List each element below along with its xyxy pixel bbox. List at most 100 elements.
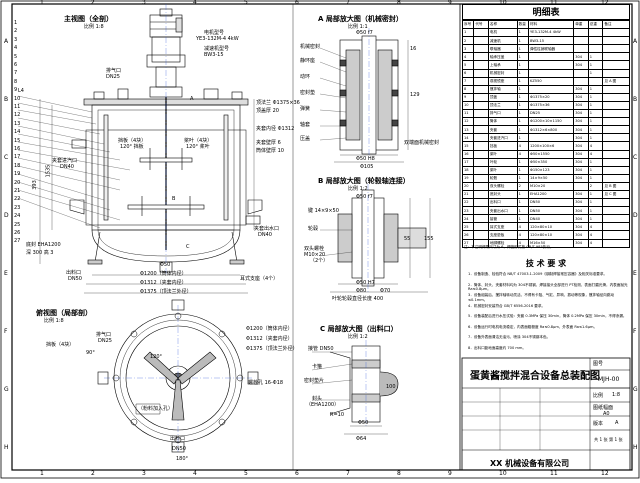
top-angle120: 120° [150, 354, 163, 360]
bom-cell: 12 [461, 117, 475, 127]
bom-cell: 1 [587, 173, 604, 183]
bom-cell: 1 [587, 84, 604, 94]
bom-cell: 24 [461, 214, 475, 224]
top-exhaust-label: 排气口 [96, 332, 112, 338]
grid-row-F: F [4, 328, 8, 335]
title-block-lines [461, 357, 631, 471]
grid-col-5: 5 [244, 0, 248, 6]
top-d1312: Φ1312（夹套内径） [246, 336, 293, 342]
bom-cell: 上轴承 [487, 60, 518, 70]
drawing-no: MJH-00 [598, 376, 620, 383]
bom-cell [602, 141, 630, 151]
bom-cell: DN40 [527, 214, 575, 224]
company-name: XX 机械设备有限公司 [490, 459, 570, 468]
baffle-right [223, 114, 229, 221]
bom-cell: 耳式支座 [487, 222, 518, 232]
item-number: 11 [14, 104, 21, 110]
bom-cell: 1 [516, 76, 529, 86]
bom-cell: 26 [461, 230, 475, 240]
dim-d50: Φ50 [160, 262, 171, 268]
bom-cell: DN50 [527, 198, 575, 208]
bom-cell: DN50 [527, 206, 575, 216]
bom-cell: 1 [516, 52, 529, 62]
bom-cell: 1 [516, 92, 529, 102]
bom-cell: 夹套 [487, 125, 518, 135]
bom-cell: Φ50×1550 [527, 149, 575, 159]
bom-cell: 1 [516, 165, 529, 175]
detail-c-view [311, 340, 399, 435]
paddle-angle: 120° 桨叶 [186, 144, 210, 150]
item-number: 21 [14, 188, 21, 194]
bom-cell [602, 149, 630, 159]
bom-cell: 4 [516, 238, 529, 248]
front-view-title: 主视图（全剖） [64, 15, 113, 23]
bom-cell [602, 28, 630, 38]
grid-row-right-A: A [633, 38, 638, 45]
requirement-item: 4．机械密封安装符合 GB/T 6556-2016 要求。 [468, 303, 546, 308]
detail-b-len: 叶轮轮毂直径长度 400 [332, 296, 384, 302]
bom-cell [473, 125, 489, 135]
jacket-wall-label: 夹套壁厚 6 [256, 140, 281, 146]
bom-title: 明细表 [462, 4, 630, 20]
bom-cell: 1 [587, 165, 604, 175]
bom-cell [473, 198, 489, 208]
item-number: 16 [14, 146, 21, 152]
bom-cell [573, 44, 589, 54]
bom-cell: 1 [587, 189, 604, 200]
detail-b-hub: 轮毂 [308, 226, 319, 232]
bom-cell: 见 C 图 [602, 189, 630, 200]
bom-cell [473, 117, 489, 127]
support-label: 耳式支座（4个） [240, 276, 279, 282]
detail-a-note: 双端面机械密封 [404, 140, 440, 146]
bom-cell: 8 [461, 84, 475, 94]
requirement-item: 6．设备运行时电机电流稳定，内表面粗糙度 Ra≤0.8μm，外表面 Ra≤1.6… [468, 324, 598, 329]
bom-cell: 304 [573, 60, 589, 70]
item-number: 3 [14, 36, 18, 43]
requirement-item: 2．筒体、封头、夹套材料均为 304不锈钢，焊接接头全部进行 PT检测，表面打磨… [468, 282, 628, 292]
bom-cell: 1 [587, 206, 604, 216]
item-number: 26 [14, 230, 21, 236]
bom-cell [473, 28, 489, 38]
bom-cell [473, 133, 489, 143]
grid-row-right-B: B [633, 96, 638, 103]
bom-cell [602, 230, 630, 240]
detail-b-qty: （2个） [310, 258, 329, 264]
grid-col-2: 2 [91, 0, 95, 6]
requirement-item: 5．设备装配后进行水压试验：夹套 0.3MPa 保压 30min，筒体 0.2M… [468, 314, 627, 318]
bom-cell: 1 [516, 117, 529, 127]
bom-cell: 14 [461, 133, 475, 143]
paddle-upper [139, 157, 193, 163]
bom-cell: 1 [516, 214, 529, 224]
support-right [247, 199, 263, 215]
item-number: 18 [14, 162, 21, 169]
bom-cell: 4 [516, 230, 529, 240]
bom-cell: 7 [461, 76, 475, 86]
flange-label: 顶法兰 Φ1375×36 [256, 100, 300, 106]
bom-cell: 4 [587, 149, 604, 159]
item-leaders [17, 95, 131, 229]
bom-cell: 叶轮 [487, 157, 518, 167]
item-number: 22 [14, 196, 21, 203]
drawing-main-title: 蛋黄酱搅拌混合设备总装配图 [470, 371, 600, 382]
bom-cell [587, 44, 604, 54]
grid-row-right-H: H [633, 444, 638, 451]
drawing-no-label: 图号 [593, 361, 604, 367]
detail-b-d70: Φ70 [380, 288, 391, 294]
bom-cell: 1 [587, 125, 604, 135]
bom-cell: 1 [516, 133, 529, 143]
item-number: 23 [14, 204, 21, 211]
bom-cell [473, 222, 489, 232]
grid-col-1: 1 [40, 0, 44, 6]
bom-cell: 1 [516, 125, 529, 135]
detail-b-h155: 155 [424, 236, 434, 242]
bom-cell: 搅拌轴 [487, 84, 518, 94]
dim-h393: 393 [31, 180, 38, 190]
bom-cell: BW3-15 [527, 36, 575, 46]
item-number: 4 [14, 45, 18, 52]
